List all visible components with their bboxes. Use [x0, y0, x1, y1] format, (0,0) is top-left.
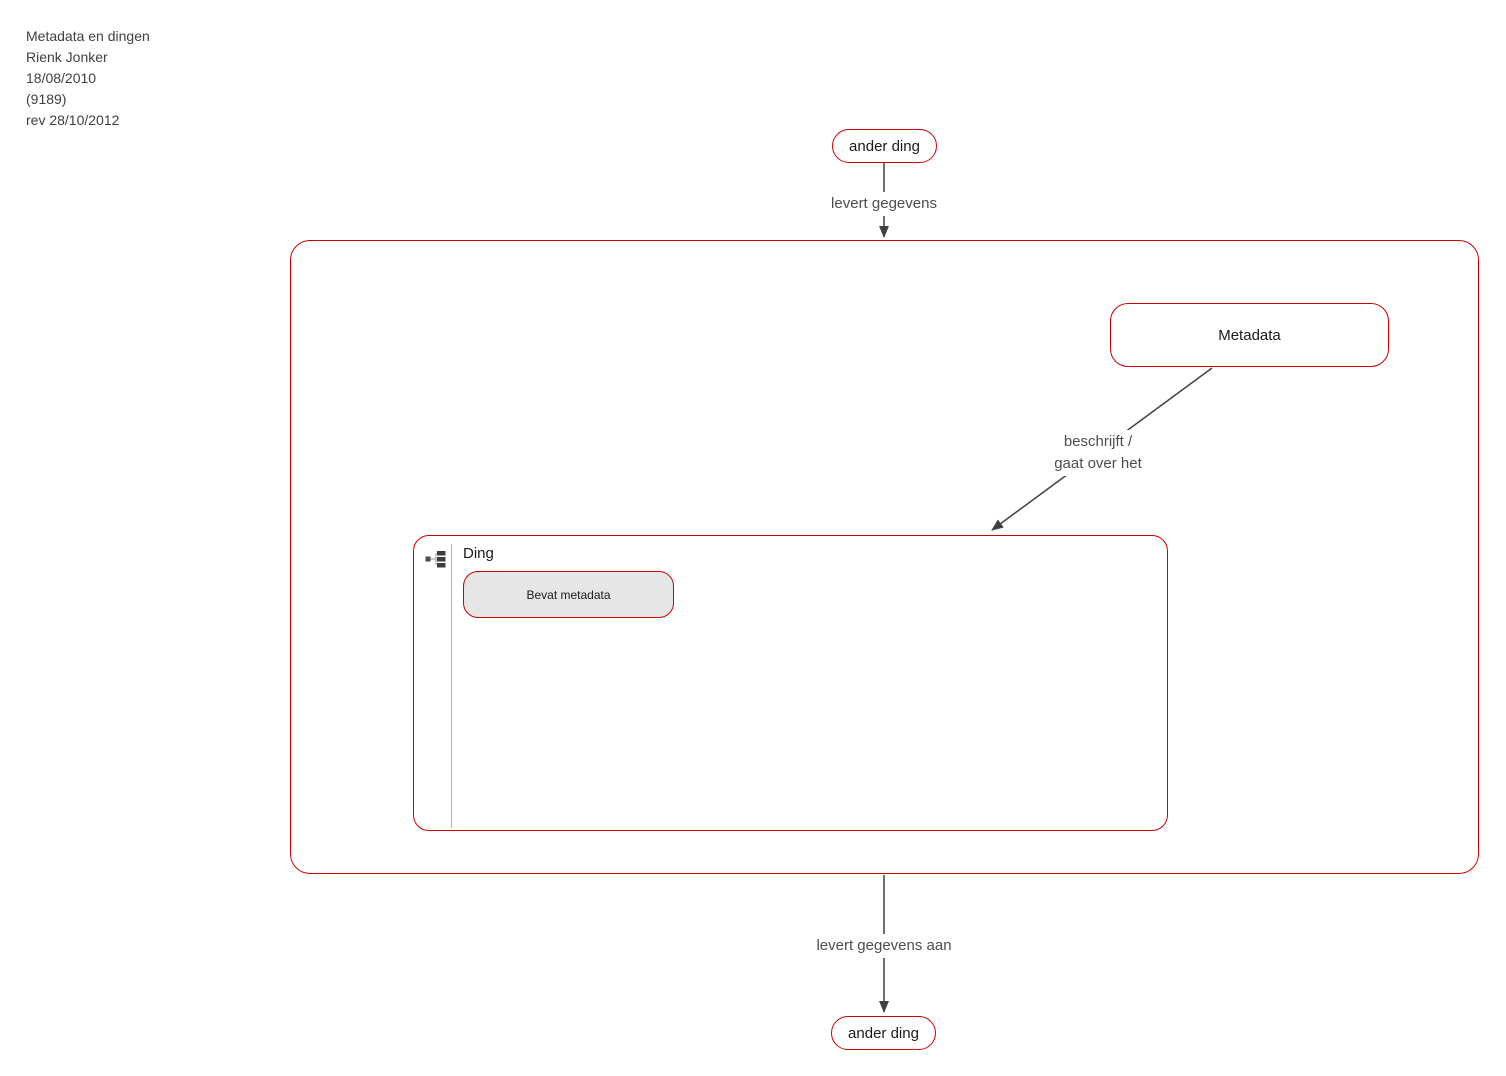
node-bevat-metadata[interactable]: Bevat metadata: [463, 571, 674, 618]
edge-label-beschrijft: beschrijft / gaat over het: [1049, 430, 1147, 476]
edge-label-beschrijft-line2: gaat over het: [1054, 455, 1142, 472]
edge-label-levert-gegevens-aan: levert gegevens aan: [811, 934, 957, 958]
ding-divider: [451, 544, 452, 828]
diagram-title: Metadata en dingen: [26, 28, 150, 44]
node-bevat-metadata-label: Bevat metadata: [526, 587, 611, 602]
node-ander-ding-bottom-label: ander ding: [848, 1024, 919, 1042]
diagram-number: (9189): [26, 91, 67, 107]
edge-label-beschrijft-line1: beschrijft /: [1063, 433, 1133, 450]
edge-label-levert-gegevens: levert gegevens: [826, 192, 942, 216]
node-ander-ding-top[interactable]: ander ding: [832, 129, 937, 163]
author: Rienk Jonker: [26, 49, 108, 65]
node-ding-label: Ding: [463, 545, 494, 562]
node-ding[interactable]: Ding Bevat metadata: [413, 535, 1168, 831]
node-ander-ding-top-label: ander ding: [849, 137, 920, 155]
revision-date: rev 28/10/2012: [26, 112, 120, 128]
node-ander-ding-bottom[interactable]: ander ding: [831, 1016, 936, 1050]
node-metadata-label: Metadata: [1218, 326, 1281, 344]
hierarchy-tree-icon: [425, 551, 446, 568]
creation-date: 18/08/2010: [26, 70, 97, 86]
title-block: Metadata en dingen Rienk Jonker 18/08/20…: [26, 26, 150, 131]
node-metadata[interactable]: Metadata: [1110, 303, 1389, 367]
